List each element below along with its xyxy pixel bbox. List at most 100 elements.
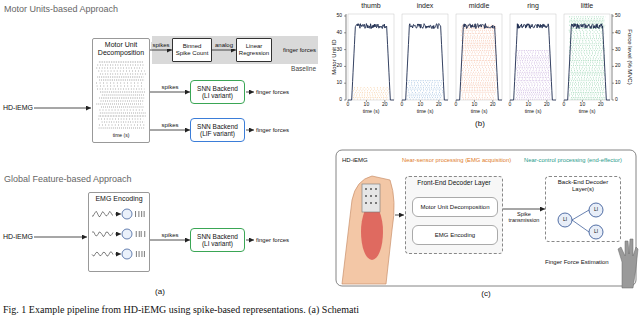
spike-train: [569, 87, 605, 88]
spike-train: [571, 33, 605, 34]
tick: [344, 83, 346, 84]
spike-train: [517, 50, 550, 51]
neurons: [558, 203, 603, 239]
spike-train: [569, 30, 604, 31]
lif-neuron: [122, 209, 132, 219]
spike: [138, 211, 139, 217]
spike-train: [571, 62, 603, 63]
spike-train: [571, 45, 605, 46]
spike-train: [462, 97, 495, 98]
spike-train: [462, 53, 496, 54]
spike-train: [463, 55, 497, 56]
connector: [212, 50, 236, 51]
spike-train: [571, 23, 603, 24]
edge-label: spikes: [160, 84, 179, 91]
spike-train: [462, 87, 497, 88]
spike-train: [569, 85, 604, 86]
spike-train: [102, 95, 144, 96]
tick: [612, 49, 614, 50]
spike-train: [570, 53, 603, 54]
output-arrow: [246, 92, 254, 93]
node-text: SNN Backend (LI variant): [193, 85, 242, 100]
spike-train: [517, 87, 551, 88]
spike-train: [463, 38, 497, 39]
input-arrow: [34, 237, 87, 238]
spike-train: [96, 104, 142, 105]
spike-train: [516, 97, 549, 98]
spike-train: [354, 99, 388, 100]
label: 30: [615, 47, 621, 53]
node-text: Back-End Decoder Layer(s): [548, 179, 618, 193]
connector: [150, 240, 190, 241]
lif-neuron: [122, 249, 132, 259]
spike-train: [408, 80, 443, 81]
spike-train: [570, 60, 604, 61]
spike-train: [461, 75, 496, 76]
spike-train: [96, 83, 142, 84]
spike-train: [516, 85, 551, 86]
spike-train: [407, 99, 442, 100]
label: time (s): [363, 109, 380, 115]
snn-box: SNN Backend (LIF variant): [190, 118, 245, 142]
tick: [612, 100, 614, 101]
emg-wave: [92, 232, 113, 237]
spike-train: [571, 73, 605, 74]
spike-train: [517, 84, 551, 85]
tick: [612, 83, 614, 84]
wave-arrow: [115, 254, 121, 255]
output-arrow: [246, 240, 254, 241]
label: 10: [336, 80, 342, 86]
node-text: EMG Encoding: [95, 195, 142, 203]
spike-train: [516, 52, 550, 53]
label: Force level (% MVC): [627, 29, 634, 84]
spike-train: [463, 92, 496, 93]
node-text: Binned Spike Count: [175, 43, 209, 57]
process-box: Binned Spike Count: [172, 38, 212, 62]
spike-train: [97, 65, 144, 66]
spike-train: [569, 50, 605, 51]
label: (c): [481, 290, 490, 299]
lif-neuron: [122, 229, 132, 239]
spike-train: [407, 87, 443, 88]
label: little: [581, 2, 593, 10]
spike-train: [569, 47, 604, 48]
label: Finger Force Estimation: [545, 259, 609, 266]
spike-train: [569, 57, 604, 58]
spike-train: [101, 101, 145, 102]
node-text: Baseline: [291, 65, 316, 72]
spike-train: [462, 43, 496, 44]
label: 50: [336, 13, 342, 19]
label: LI: [594, 207, 598, 213]
spike-train: [408, 84, 442, 85]
spike-train: [517, 72, 550, 73]
force-trace: [402, 24, 448, 100]
spike-train: [409, 92, 443, 93]
plot-area: [456, 14, 502, 100]
spike-train: [462, 50, 497, 51]
spike-train: [517, 80, 551, 81]
spike-train: [98, 119, 143, 120]
spike-train: [571, 99, 605, 100]
layer-box: Back-End Decoder Layer(s): [545, 176, 621, 242]
label: 20: [382, 102, 388, 108]
spike-train: [97, 77, 143, 78]
label: Motor Unit ID: [331, 39, 338, 74]
force-trace: [564, 24, 610, 100]
spike: [144, 211, 145, 217]
electrode-dots: [365, 188, 377, 204]
spike-train: [571, 92, 604, 93]
tick: [344, 100, 346, 101]
spike-train: [409, 94, 442, 95]
label: 0: [615, 97, 618, 103]
label: 20: [336, 64, 342, 70]
node-text: SNN Backend (LI variant): [193, 233, 242, 248]
spike-train: [462, 79, 497, 80]
spike-train: [100, 74, 146, 75]
spike-train: [409, 85, 441, 86]
snn-box: SNN Backend (LI variant): [190, 80, 245, 104]
spike-train: [570, 82, 604, 83]
spike-train: [517, 70, 551, 71]
label: 0: [563, 102, 566, 108]
edge-label: Spike transmission: [508, 211, 541, 223]
label: ring: [527, 2, 539, 10]
